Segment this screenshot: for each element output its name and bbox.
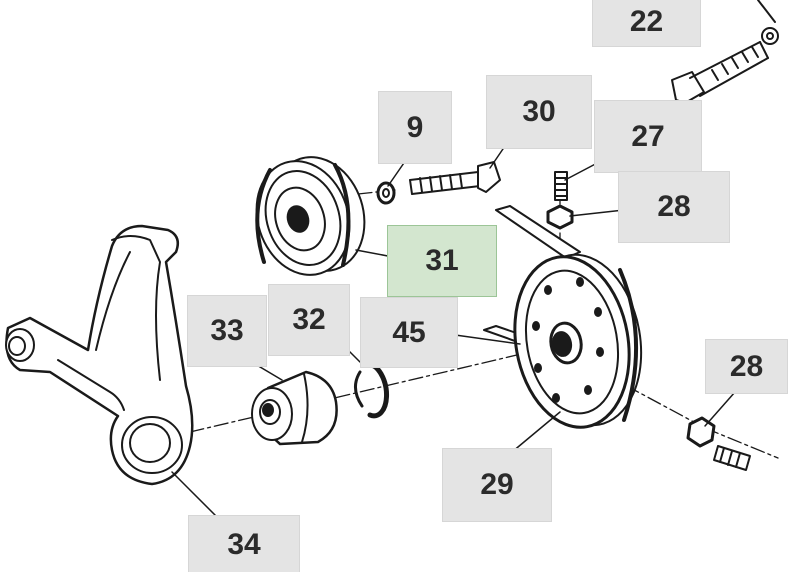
callout-45[interactable]: 45 [360,297,458,368]
callout-31-selected[interactable]: 31 [387,225,497,297]
callout-33[interactable]: 33 [187,295,267,367]
snap-ring-32 [354,362,389,419]
bushing-33 [251,370,338,446]
nut-28-upper [546,204,574,230]
callout-9[interactable]: 9 [378,91,452,164]
stud-27 [554,171,568,201]
bolt-30 [409,161,501,195]
washer-9 [376,181,396,205]
callout-32[interactable]: 32 [268,284,350,356]
main-pulley-29 [513,253,643,429]
callout-27[interactable]: 27 [594,100,702,173]
idler-arm-34 [5,224,194,486]
idler-pulley-31 [255,156,366,276]
bolt-22 [671,0,779,104]
callout-28-lower[interactable]: 28 [705,339,788,394]
callout-22[interactable]: 22 [592,0,701,47]
callout-30[interactable]: 30 [486,75,592,149]
callout-34[interactable]: 34 [188,515,300,572]
nut-28-lower [686,416,751,471]
leader-lines [171,145,736,523]
callout-28-upper[interactable]: 28 [618,171,730,243]
callout-29[interactable]: 29 [442,448,552,522]
